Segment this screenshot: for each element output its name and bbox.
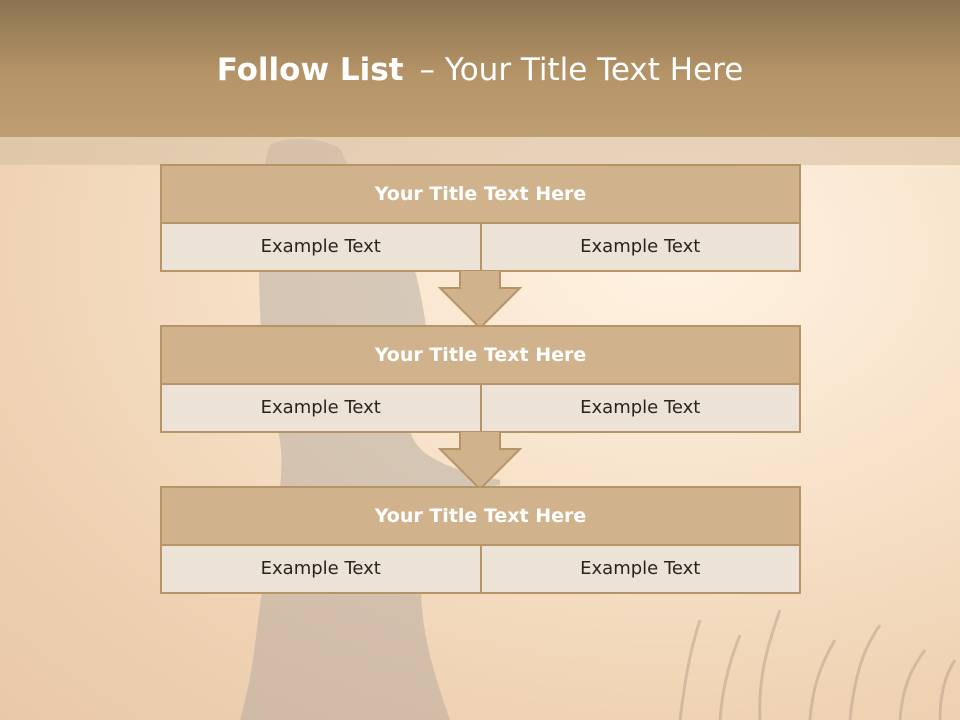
header-band [0,0,960,137]
block-cell-right: Example Text [479,385,799,431]
slide-title-rest: – Your Title Text Here [419,52,744,88]
block-cell-left: Example Text [162,385,480,431]
list-block-1: Your Title Text Here Example Text Exampl… [160,164,801,272]
list-block-2: Your Title Text Here Example Text Exampl… [160,325,801,433]
block-cell-right: Example Text [479,546,799,592]
block-row: Example Text Example Text [162,224,799,270]
block-title: Your Title Text Here [162,488,799,546]
block-cell-left: Example Text [162,224,480,270]
block-title: Your Title Text Here [162,327,799,385]
down-arrow-icon [438,270,522,330]
block-row: Example Text Example Text [162,546,799,592]
block-cell-left: Example Text [162,546,480,592]
background-grass [678,609,957,720]
list-block-3: Your Title Text Here Example Text Exampl… [160,486,801,594]
header-stripe [0,137,960,165]
block-title: Your Title Text Here [162,166,799,224]
block-row: Example Text Example Text [162,385,799,431]
slide-title-bold: Follow List [216,52,404,88]
block-cell-right: Example Text [479,224,799,270]
down-arrow-icon [438,431,522,491]
slide-title: Follow List – Your Title Text Here [0,52,960,88]
